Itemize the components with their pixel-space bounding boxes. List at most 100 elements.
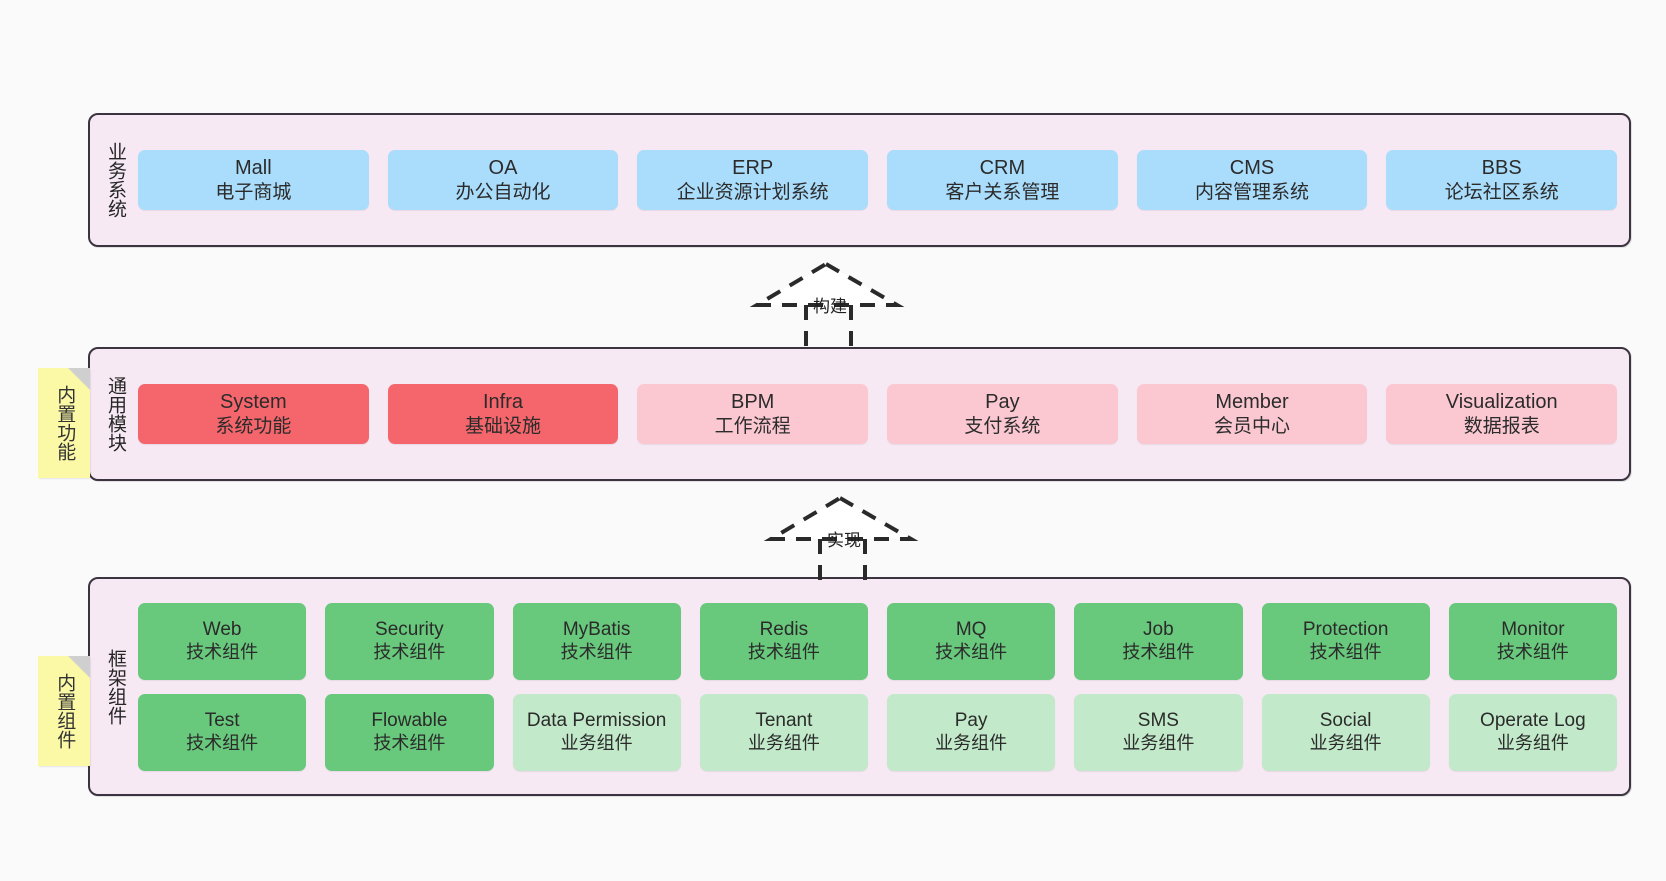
node-member[interactable]: Member 会员中心: [1136, 384, 1368, 444]
node-tenant[interactable]: Tenant 业务组件: [699, 693, 868, 771]
node-subtitle: 业务组件: [747, 732, 820, 753]
sticky-note-builtin-feature: 内置功能: [38, 368, 90, 478]
node-bbs[interactable]: BBS 论坛社区系统: [1386, 150, 1618, 210]
node-job[interactable]: Job 技术组件: [1074, 602, 1243, 680]
node-subtitle: 办公自动化: [455, 181, 551, 203]
node-row: Mall 电子商城 OA 办公自动化 ERP 企业资源计划系统 CRM 客户关系…: [138, 150, 1618, 210]
node-subtitle: 技术组件: [373, 641, 446, 662]
node-title: Protection: [1302, 619, 1389, 641]
node-row: Test 技术组件 Flowable 技术组件 Data Permission …: [138, 693, 1617, 771]
node-subtitle: 论坛社区系统: [1444, 181, 1559, 203]
layer-label-business: 业务系统: [105, 142, 127, 218]
layer-body-framework-component: Web 技术组件 Security 技术组件 MyBatis 技术组件 Redi…: [134, 579, 1629, 794]
node-operate-log[interactable]: Operate Log 业务组件: [1448, 693, 1617, 771]
connector-build-label: 构建: [813, 297, 847, 316]
node-subtitle: 会员中心: [1214, 415, 1291, 437]
connector-implement-label: 实现: [827, 531, 861, 550]
node-subtitle: 支付系统: [964, 415, 1041, 437]
node-mybatis[interactable]: MyBatis 技术组件: [512, 602, 681, 680]
node-title: Visualization: [1445, 391, 1558, 414]
layer-panel-framework-component: 框架组件 Web 技术组件 Security 技术组件 MyBatis 技术组件…: [88, 577, 1631, 796]
folded-corner-icon: [68, 656, 90, 678]
layer-panel-business: 业务系统 Mall 电子商城 OA 办公自动化 ERP 企业资源计划系统 CRM…: [88, 113, 1631, 247]
node-cms[interactable]: CMS 内容管理系统: [1136, 150, 1368, 210]
node-subtitle: 技术组件: [747, 641, 820, 662]
node-title: Security: [375, 619, 444, 641]
node-flowable[interactable]: Flowable 技术组件: [325, 693, 494, 771]
node-security[interactable]: Security 技术组件: [325, 602, 494, 680]
layer-label-framework-component: 框架组件: [105, 648, 127, 725]
node-title: CMS: [1229, 157, 1275, 180]
connector-build-shape: [749, 261, 905, 346]
layer-label-common-module: 通用模块: [105, 376, 127, 452]
node-subtitle: 企业资源计划系统: [676, 181, 829, 203]
node-subtitle: 业务组件: [1496, 732, 1569, 753]
node-title: MyBatis: [562, 619, 631, 641]
node-title: Tenant: [755, 710, 813, 732]
node-subtitle: 技术组件: [560, 641, 633, 662]
node-title: Member: [1215, 391, 1289, 414]
node-title: Redis: [759, 619, 809, 641]
node-infra[interactable]: Infra 基础设施: [387, 384, 619, 444]
node-data-permission[interactable]: Data Permission 业务组件: [512, 693, 681, 771]
node-title: Infra: [482, 391, 524, 414]
node-mq[interactable]: MQ 技术组件: [887, 602, 1056, 680]
node-subtitle: 电子商城: [215, 181, 292, 203]
node-subtitle: 基础设施: [465, 415, 542, 437]
node-pay-component[interactable]: Pay 业务组件: [887, 693, 1056, 771]
node-title: MQ: [955, 619, 987, 641]
node-subtitle: 系统功能: [215, 415, 292, 437]
node-protection[interactable]: Protection 技术组件: [1261, 602, 1430, 680]
node-subtitle: 技术组件: [935, 641, 1008, 662]
node-subtitle: 技术组件: [1122, 641, 1195, 662]
node-title: Test: [204, 710, 240, 732]
node-title: BBS: [1481, 157, 1522, 180]
node-title: Pay: [954, 710, 988, 732]
node-title: Operate Log: [1480, 710, 1586, 732]
node-crm[interactable]: CRM 客户关系管理: [887, 150, 1118, 210]
node-title: Data Permission: [526, 710, 667, 732]
node-subtitle: 技术组件: [1496, 641, 1569, 662]
node-subtitle: 业务组件: [935, 732, 1008, 753]
node-subtitle: 技术组件: [1309, 641, 1382, 662]
connector-implement-shape: [763, 495, 919, 580]
node-pay[interactable]: Pay 支付系统: [887, 384, 1118, 444]
node-system[interactable]: System 系统功能: [138, 384, 369, 444]
layer-panel-common-module: 通用模块 System 系统功能 Infra 基础设施 BPM 工作流程 Pay…: [88, 347, 1631, 481]
node-subtitle: 业务组件: [1309, 732, 1382, 753]
node-title: Mall: [235, 157, 272, 180]
node-subtitle: 技术组件: [373, 732, 446, 753]
layer-body-business: Mall 电子商城 OA 办公自动化 ERP 企业资源计划系统 CRM 客户关系…: [134, 115, 1629, 245]
node-title: BPM: [731, 391, 775, 414]
node-mall[interactable]: Mall 电子商城: [138, 150, 369, 210]
node-title: CRM: [979, 157, 1026, 180]
node-visualization[interactable]: Visualization 数据报表: [1386, 384, 1618, 444]
node-title: Job: [1143, 619, 1174, 641]
sticky-note-text: 内置功能: [54, 385, 76, 461]
node-title: Pay: [985, 391, 1020, 414]
node-oa[interactable]: OA 办公自动化: [387, 150, 619, 210]
node-title: Web: [202, 619, 242, 641]
node-subtitle: 业务组件: [1122, 732, 1195, 753]
node-social[interactable]: Social 业务组件: [1261, 693, 1430, 771]
node-subtitle: 数据报表: [1463, 415, 1540, 437]
node-test[interactable]: Test 技术组件: [138, 693, 307, 771]
node-subtitle: 业务组件: [560, 732, 633, 753]
node-redis[interactable]: Redis 技术组件: [699, 602, 868, 680]
sticky-note-builtin-component: 内置组件: [38, 656, 90, 766]
node-row: System 系统功能 Infra 基础设施 BPM 工作流程 Pay 支付系统…: [138, 384, 1618, 444]
node-subtitle: 技术组件: [186, 732, 259, 753]
node-subtitle: 技术组件: [186, 641, 259, 662]
node-title: System: [219, 391, 287, 414]
connector-build: [749, 258, 905, 346]
node-monitor[interactable]: Monitor 技术组件: [1448, 602, 1617, 680]
node-bpm[interactable]: BPM 工作流程: [637, 384, 869, 444]
node-title: Social: [1319, 710, 1372, 732]
node-title: SMS: [1137, 710, 1179, 732]
node-erp[interactable]: ERP 企业资源计划系统: [637, 150, 869, 210]
node-sms[interactable]: SMS 业务组件: [1074, 693, 1243, 771]
layer-body-common-module: System 系统功能 Infra 基础设施 BPM 工作流程 Pay 支付系统…: [134, 349, 1629, 479]
node-title: ERP: [732, 157, 774, 180]
node-web[interactable]: Web 技术组件: [138, 602, 307, 680]
